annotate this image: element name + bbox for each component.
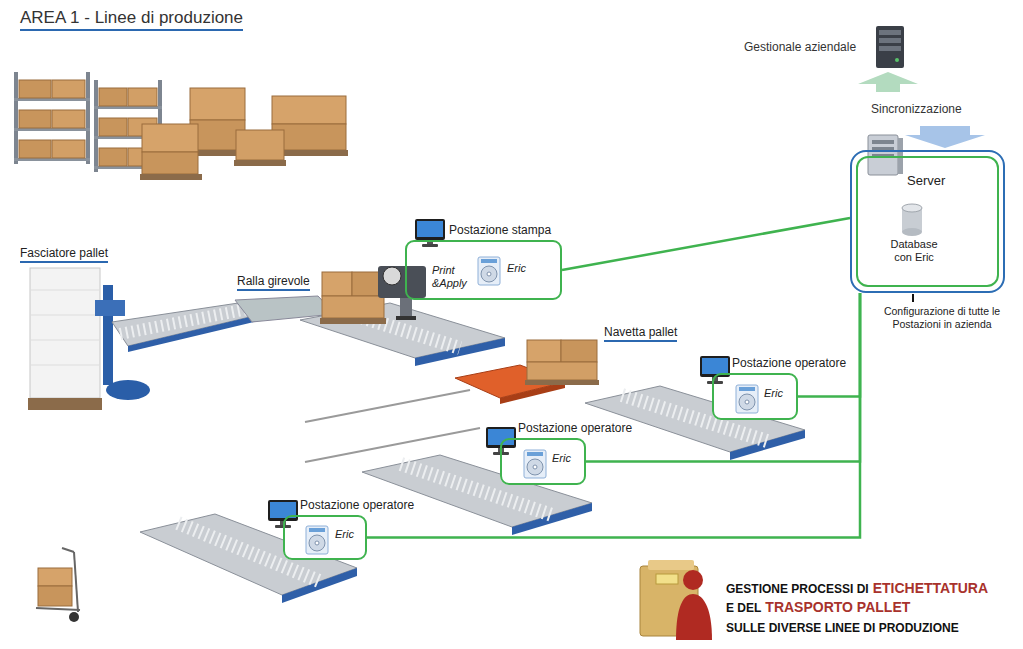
node-text: Database con Eric [884,238,944,264]
server-icon [868,135,903,175]
server-box: ServerDatabase con Eric [850,150,1005,293]
print-apply-machine [378,266,426,320]
conveyor-operator [140,386,805,603]
part-label: Ralla girevole [237,274,310,291]
pallet-boxes [140,88,348,180]
connector [367,293,860,538]
sync-arrow-down [905,126,985,148]
connector [798,293,860,397]
node-text: Eric [507,262,526,275]
monitor-icon [700,356,730,384]
folder-person-icon [640,560,712,640]
workstation-box: Postazione operatoreEric [500,438,586,485]
node-text: Eric [764,387,783,400]
connector [562,218,850,270]
connector-line [367,293,860,538]
server-icon [876,26,904,68]
workstation-box: Postazione operatoreEric [283,515,367,560]
software-box-icon [478,257,500,285]
station-grounds [283,240,798,560]
connector [858,72,985,148]
monitor-icon [415,219,445,247]
part-label: Navetta pallet [604,325,677,342]
part-label: Fasciatore pallet [20,246,108,263]
text-line: SULLE DIVERSE LINEE DI PRODUZIONE [726,617,963,637]
part-label: Print &Apply [432,264,474,290]
pallet-shuttle [455,340,599,404]
system-label: Gestionale aziendale [740,28,910,70]
part-label: Configurazione di tutte le Postazioni in… [868,305,1016,330]
leader-line [912,294,914,302]
hand-trolley [36,548,80,622]
node-text: Eric [552,452,571,465]
caption-text: GESTIONE PROCESSI DI [726,582,869,596]
node-heading: Postazione stampa [449,223,551,237]
caption-text: TRASPORTO PALLET [765,599,910,616]
conveyor-wrapper [112,302,262,352]
connector [586,293,860,462]
node-heading: Gestionale aziendale [744,40,856,54]
connector-line [586,293,860,462]
caption-text: ETICHETTATURA [873,580,988,597]
node-heading: Postazione operatore [732,356,846,370]
software-box-icon [736,385,758,413]
database-icon [902,204,922,236]
caption-text: E DEL [726,601,761,615]
edge-label: Sincronizzazione [869,102,964,116]
text-line: E DEL TRASPORTO PALLET [726,597,914,617]
diagram-title: AREA 1 - Linee di produzione [20,8,243,31]
node-text: Eric [335,528,354,541]
software-box-icon [524,450,546,478]
node-heading: Server [907,173,945,189]
rails [305,390,480,462]
connector-line [562,218,850,270]
node-heading: Postazione operatore [518,421,632,435]
workstation-box: Postazione stampaEric [405,240,562,300]
text-line: GESTIONE PROCESSI DI ETICHETTATURA [726,578,992,598]
caption-text: SULLE DIVERSE LINEE DI PRODUZIONE [726,621,959,635]
connector-line [798,293,860,397]
workstation-box: Postazione operatoreEric [712,373,798,420]
software-box-icon [306,526,328,554]
sync-arrow-up [858,72,918,92]
shelving [14,72,162,172]
node-heading: Postazione operatore [300,498,414,512]
